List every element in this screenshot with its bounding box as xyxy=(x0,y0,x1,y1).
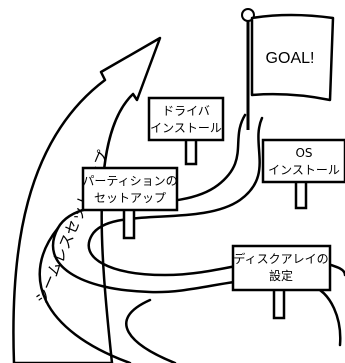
goal-flag xyxy=(241,8,335,130)
sign-disk-array: ディスクアレイの 設定 xyxy=(231,244,332,320)
sign-partition-line1: パーティションの xyxy=(82,174,177,188)
sign-os-install: OS インストール xyxy=(261,138,345,210)
sign-disk-array-line2: 設定 xyxy=(269,268,293,283)
sign-disk-array-line1: ディスクアレイの xyxy=(233,251,328,266)
sign-partition-setup: パーティションの セットアップ xyxy=(81,166,179,240)
goal-label: GOAL! xyxy=(266,50,315,67)
sign-driver-install: ドライバ インストール xyxy=(147,96,225,166)
sign-driver-line2: インストール xyxy=(150,121,222,135)
sign-os-line1: OS xyxy=(295,146,312,160)
sign-partition-line2: セットアップ xyxy=(94,191,166,205)
sign-os-line2: インストール xyxy=(268,163,340,177)
sign-driver-line1: ドライバ xyxy=(162,104,210,118)
